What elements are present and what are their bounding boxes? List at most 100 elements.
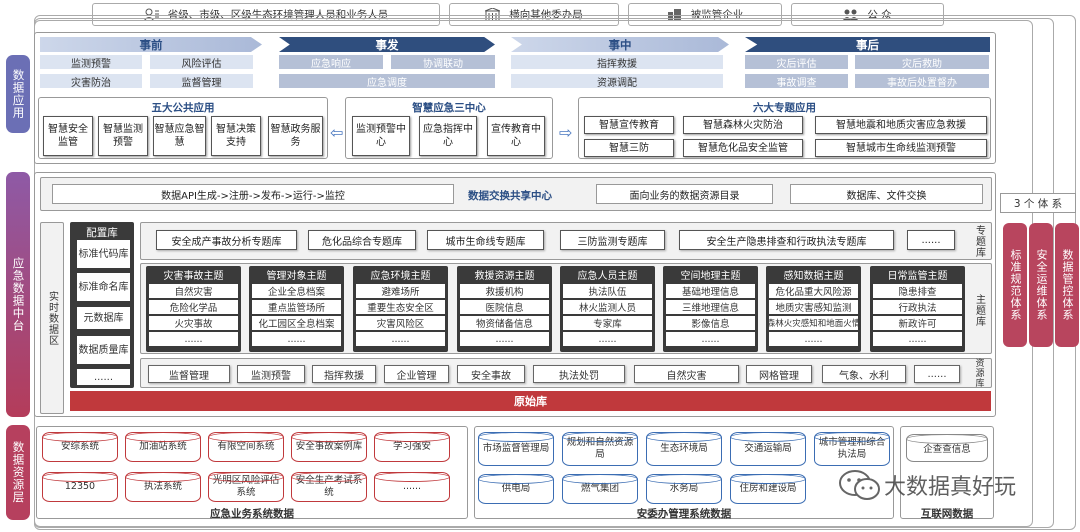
wechat-icon [838, 468, 882, 502]
phase-during: 事中 [511, 37, 729, 52]
config-item: ...... [77, 369, 130, 385]
topic-row: 重点监管场所 [252, 300, 341, 314]
realtime-zone: 实时数据区 [40, 222, 64, 414]
topic-title: 灾害事故主题 [163, 270, 224, 282]
topic-title: 应急人员主题 [577, 270, 638, 282]
realtime-label: 实时数据区 [46, 290, 58, 346]
resource-item: 监督管理 [148, 365, 230, 383]
agency-cylinder: 燃气集团 [562, 474, 638, 504]
phase-after: 事后 [745, 37, 990, 52]
resource-item: 安全事故 [457, 365, 525, 383]
topic-row: ...... [563, 332, 652, 346]
topic-block: 日常监管主题隐患排查行政执法新政许可...... [870, 266, 965, 352]
topic-app-tile: 智慧三防 [584, 139, 674, 157]
topic-row: ...... [149, 332, 238, 346]
special-item: 城市生命线专题库 [427, 230, 544, 250]
system-cylinder: 12350 [42, 472, 118, 502]
phase-item: 协调联动 [391, 55, 495, 70]
topic-row: ...... [873, 332, 962, 346]
resource-label: 资源库 [970, 358, 988, 388]
side-label-data-resource: 数据资源层 [6, 425, 30, 520]
special-item: 危化品综合专题库 [308, 230, 416, 250]
agency-cylinder: 规划和自然资源局 [562, 432, 638, 466]
config-item: 数据质量库 [77, 336, 130, 364]
topic-row: 森林火灾感知和地面火情 [769, 316, 858, 330]
agency-cylinder: 生态环境局 [646, 432, 722, 466]
phase-item: 事故后处置督办 [855, 74, 989, 89]
resource-item: 网格管理 [746, 365, 812, 383]
topic-row: 三维地理信息 [666, 300, 755, 314]
special-label: 专题库 [970, 223, 988, 259]
topic-title: 应急环境主题 [370, 270, 431, 282]
topic-row: 物资储备信息 [460, 316, 549, 330]
topic-row: ...... [460, 332, 549, 346]
topic-row: 新政许可 [873, 316, 962, 330]
system-ops: 安全运维体系 [1029, 223, 1053, 347]
topic-block: 应急环境主题避难场所重要生态安全区灾害风险区...... [353, 266, 448, 352]
center-tile: 应急指挥中心 [419, 116, 477, 156]
app-tile: 智慧决策支持 [211, 116, 261, 156]
resource-item: ...... [914, 365, 960, 383]
resource-item: 监测预警 [237, 365, 305, 383]
api-pipeline: 数据API生成->注册->发布->运行->监控 [52, 184, 454, 204]
internet-title: 互联网数据 [920, 508, 974, 520]
center-tile: 监测预警中心 [352, 116, 410, 156]
topic-app-tile: 智慧城市生命线监测预警 [815, 139, 987, 157]
topic-row: 化工园区全息档案 [252, 316, 341, 330]
topic-row: ...... [769, 332, 858, 346]
topic-row: ...... [356, 332, 445, 346]
topic-row: 影像信息 [666, 316, 755, 330]
topic-row: 专家库 [563, 316, 652, 330]
phase-item: 资源调配 [511, 74, 723, 89]
system-cylinder: ...... [374, 472, 450, 502]
panel-title: 六大专题应用 [753, 102, 816, 114]
agency-cylinder: 供电局 [478, 474, 554, 504]
phase-item: 监督管理 [150, 74, 253, 89]
system-cylinder: 光明区风险评估系统 [208, 472, 284, 502]
special-label-text: 专题库 [973, 224, 985, 258]
topic-app-tile: 智慧森林火灾防治 [683, 116, 803, 134]
system-cylinder: 安全事故案例库 [291, 432, 367, 462]
topic-title: 感知数据主题 [783, 270, 844, 282]
config-item: 标准代码库 [77, 240, 130, 268]
config-item: 标准命名库 [77, 273, 130, 301]
topic-title: 管理对象主题 [266, 270, 327, 282]
topic-row: 避难场所 [356, 284, 445, 298]
topic-row: ...... [252, 332, 341, 346]
phase-before: 事前 [40, 37, 262, 52]
topic-label: 主题库 [970, 270, 988, 350]
system-governance: 数据管控体系 [1055, 223, 1079, 347]
special-item: 安全生产隐患排查和行政执法专题库 [679, 230, 894, 250]
agency-cylinder: 交通运输局 [730, 432, 806, 466]
topic-row: 地质灾害感知监测 [769, 300, 858, 314]
phase-item: 应急调度 [279, 74, 495, 89]
topic-row: 林火监测人员 [563, 300, 652, 314]
phase-item: 灾后评估 [745, 55, 848, 70]
config-title: 配置库 [86, 227, 118, 239]
resource-item: 气象、水利 [822, 365, 906, 383]
topic-row: 火灾事故 [149, 316, 238, 330]
panel-title: 五大公共应用 [151, 102, 215, 114]
config-item: 元数据库 [77, 307, 130, 329]
topic-row: 行政执法 [873, 300, 962, 314]
system-standard: 标准规范体系 [1003, 223, 1027, 347]
db-exchange: 数据库、文件交换 [790, 184, 983, 204]
phase-item: 监测预警 [40, 55, 142, 70]
watermark-text: 大数据真好玩 [884, 475, 1017, 500]
topic-row: 自然灾害 [149, 284, 238, 298]
resource-item: 指挥救援 [312, 365, 376, 383]
panel-title: 智慧应急三中心 [412, 102, 486, 114]
agency-cylinder: 市场监督管理局 [478, 432, 554, 466]
topic-block: 救援资源主题救援机构医院信息物资储备信息...... [457, 266, 552, 352]
arrow-left-icon: ⇦ [330, 123, 344, 142]
side-label-data-app: 数据应用 [6, 55, 30, 133]
side-label-data-platform: 应急数据中台 [6, 172, 30, 417]
phase-item: 灾害防治 [40, 74, 142, 89]
phase-item: 应急响应 [279, 55, 383, 70]
resource-item: 执法处罚 [533, 365, 625, 383]
special-item: 三防监测专题库 [560, 230, 665, 250]
phase-item: 事故调查 [745, 74, 848, 89]
resource-label-text: 资源库 [973, 358, 984, 388]
topic-row: 隐患排查 [873, 284, 962, 298]
special-item: ...... [907, 230, 955, 250]
